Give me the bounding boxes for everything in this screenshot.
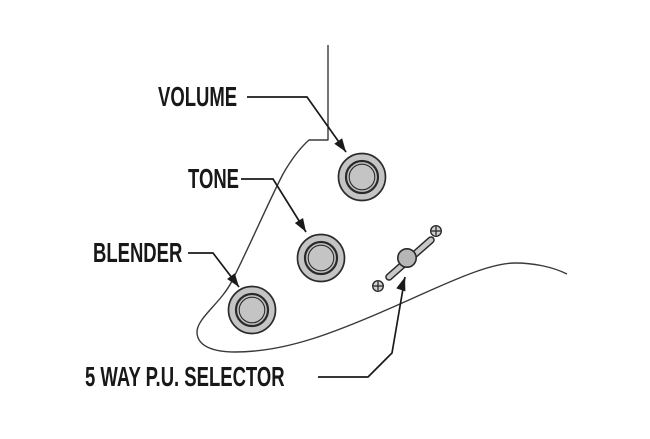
tone-leader-arrow [241, 178, 307, 233]
pickup-selector-switch [372, 224, 443, 293]
tone-label: TONE [188, 163, 240, 194]
volume-leader-arrow [247, 96, 347, 153]
blender-leader-arrow [188, 252, 240, 288]
volume-arrowhead-icon [334, 138, 346, 152]
blender-knob [227, 285, 277, 335]
selector-leader-arrow [318, 276, 406, 378]
volume-knob [337, 152, 387, 202]
blender-label: BLENDER [93, 237, 183, 268]
blender-arrowhead-icon [227, 273, 239, 287]
tone-arrowhead-icon [294, 217, 306, 232]
pickup-selector-label: 5 WAY P.U. SELECTOR [85, 361, 285, 392]
selector-arrowhead-icon [396, 277, 406, 292]
selector-pivot [396, 248, 417, 269]
tone-knob [296, 233, 346, 283]
selector-screw-bottom-icon [372, 280, 385, 293]
selector-screw-top-icon [430, 224, 443, 237]
volume-label: VOLUME [158, 81, 238, 112]
